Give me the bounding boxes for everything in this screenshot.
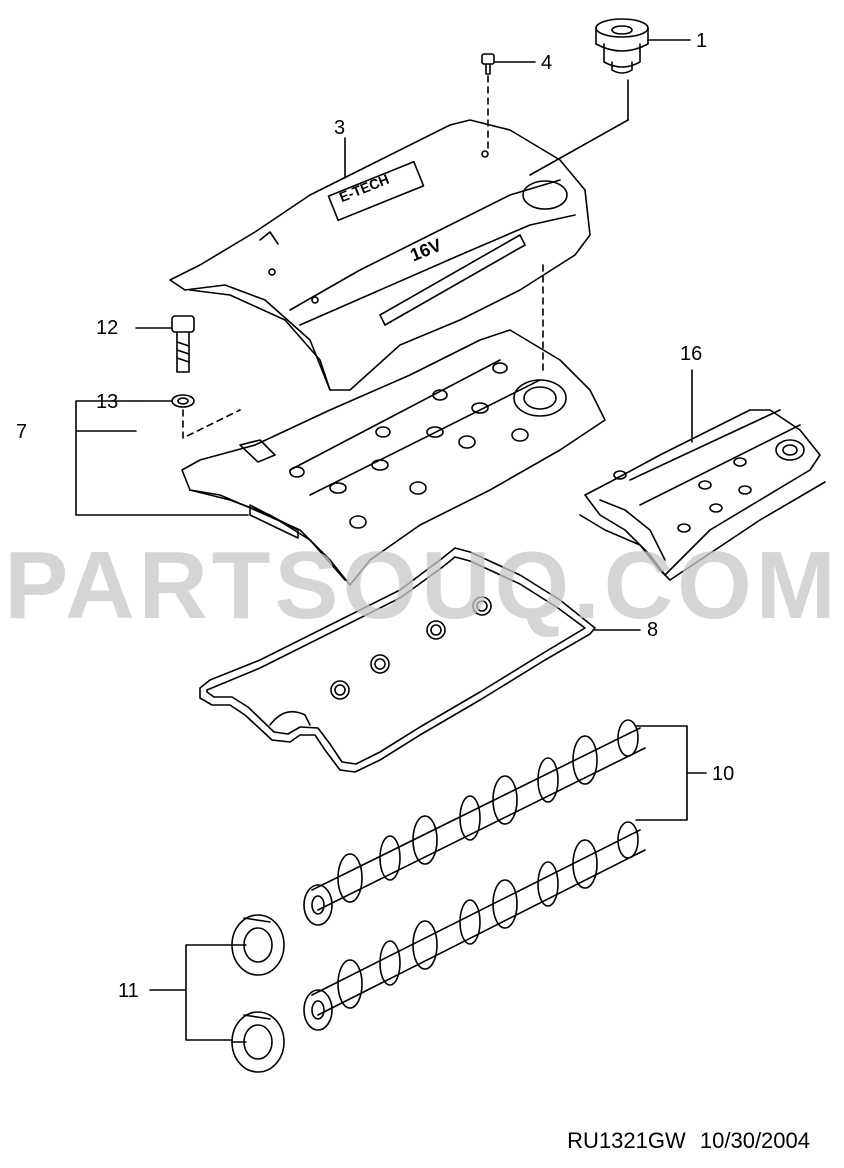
callout-3: 3 xyxy=(334,117,346,139)
screw xyxy=(481,53,495,75)
callout-13: 13 xyxy=(96,391,119,413)
watermark: PARTSOUQ.COM xyxy=(4,532,840,639)
callout-1: 1 xyxy=(696,30,708,52)
diagram-date: 10/30/2004 xyxy=(699,1128,810,1153)
camshaft-lower xyxy=(303,821,646,1031)
callout-10: 10 xyxy=(712,763,735,785)
oil-filler-cap xyxy=(595,18,649,74)
cover-gasket xyxy=(199,547,596,773)
engine-top-cover xyxy=(169,119,591,391)
callout-8: 8 xyxy=(647,619,659,641)
callout-11: 11 xyxy=(118,980,139,1002)
camshaft-cover xyxy=(181,329,606,586)
callout-4: 4 xyxy=(541,52,553,74)
callout-16: 16 xyxy=(680,343,703,365)
diagram-code: RU1321GW xyxy=(567,1128,686,1153)
callout-12: 12 xyxy=(96,317,119,339)
oil-seal-lower xyxy=(231,1011,285,1073)
camshaft-upper xyxy=(303,719,646,926)
cover-assembly xyxy=(579,409,826,581)
callout-7: 7 xyxy=(16,421,28,443)
diagram-footer: RU1321GW 10/30/2004 xyxy=(567,1128,810,1154)
washer xyxy=(171,394,195,408)
oil-seal-upper xyxy=(231,914,285,976)
bolt xyxy=(171,315,195,373)
